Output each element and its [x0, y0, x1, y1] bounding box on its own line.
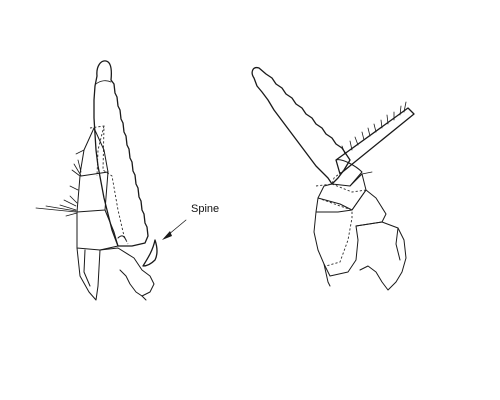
spine-annotation: Spine: [162, 203, 219, 240]
left-basal-lobe-edge: [141, 295, 147, 301]
spine-label: Spine: [191, 203, 219, 215]
right-basal-segment-edge: [323, 263, 331, 287]
right-dashed-inner-3: [331, 183, 367, 193]
left-basal-segment-inner: [83, 249, 91, 287]
right-flagellum-base: [335, 159, 363, 187]
right-peduncle-segment-2: [315, 189, 387, 227]
right-flagellum-base-seta: [361, 171, 373, 175]
right-peduncle-segment-1: [317, 173, 367, 211]
right-serrated-blade: [251, 66, 351, 185]
left-dashed-inner-2: [96, 125, 105, 177]
right-dashed-inner-2: [317, 197, 353, 267]
left-basal-lobe: [99, 247, 155, 297]
left-serrated-blade: [93, 60, 149, 247]
right-basal-segment: [355, 221, 407, 291]
left-small-spine: [117, 235, 127, 241]
left-appendage-drawing: [35, 60, 158, 301]
left-peduncle-segment-upper: [79, 127, 109, 177]
left-basal-segment: [76, 247, 101, 301]
spine-pointer-line: [167, 219, 187, 236]
right-appendage-drawing: [251, 66, 415, 291]
right-basal-segment-edge-2: [395, 227, 401, 261]
right-peduncle-segment-3: [313, 211, 359, 277]
right-flagellum-setae: [341, 101, 407, 155]
left-peduncle-segment-middle: [76, 171, 109, 213]
left-setae: [35, 149, 85, 217]
left-peduncle-segment-lower: [76, 209, 119, 251]
left-blade-tip-line: [95, 80, 112, 85]
spine-pointer-arrowhead: [162, 231, 172, 240]
right-flagellum: [335, 107, 415, 175]
spine: [142, 239, 158, 267]
